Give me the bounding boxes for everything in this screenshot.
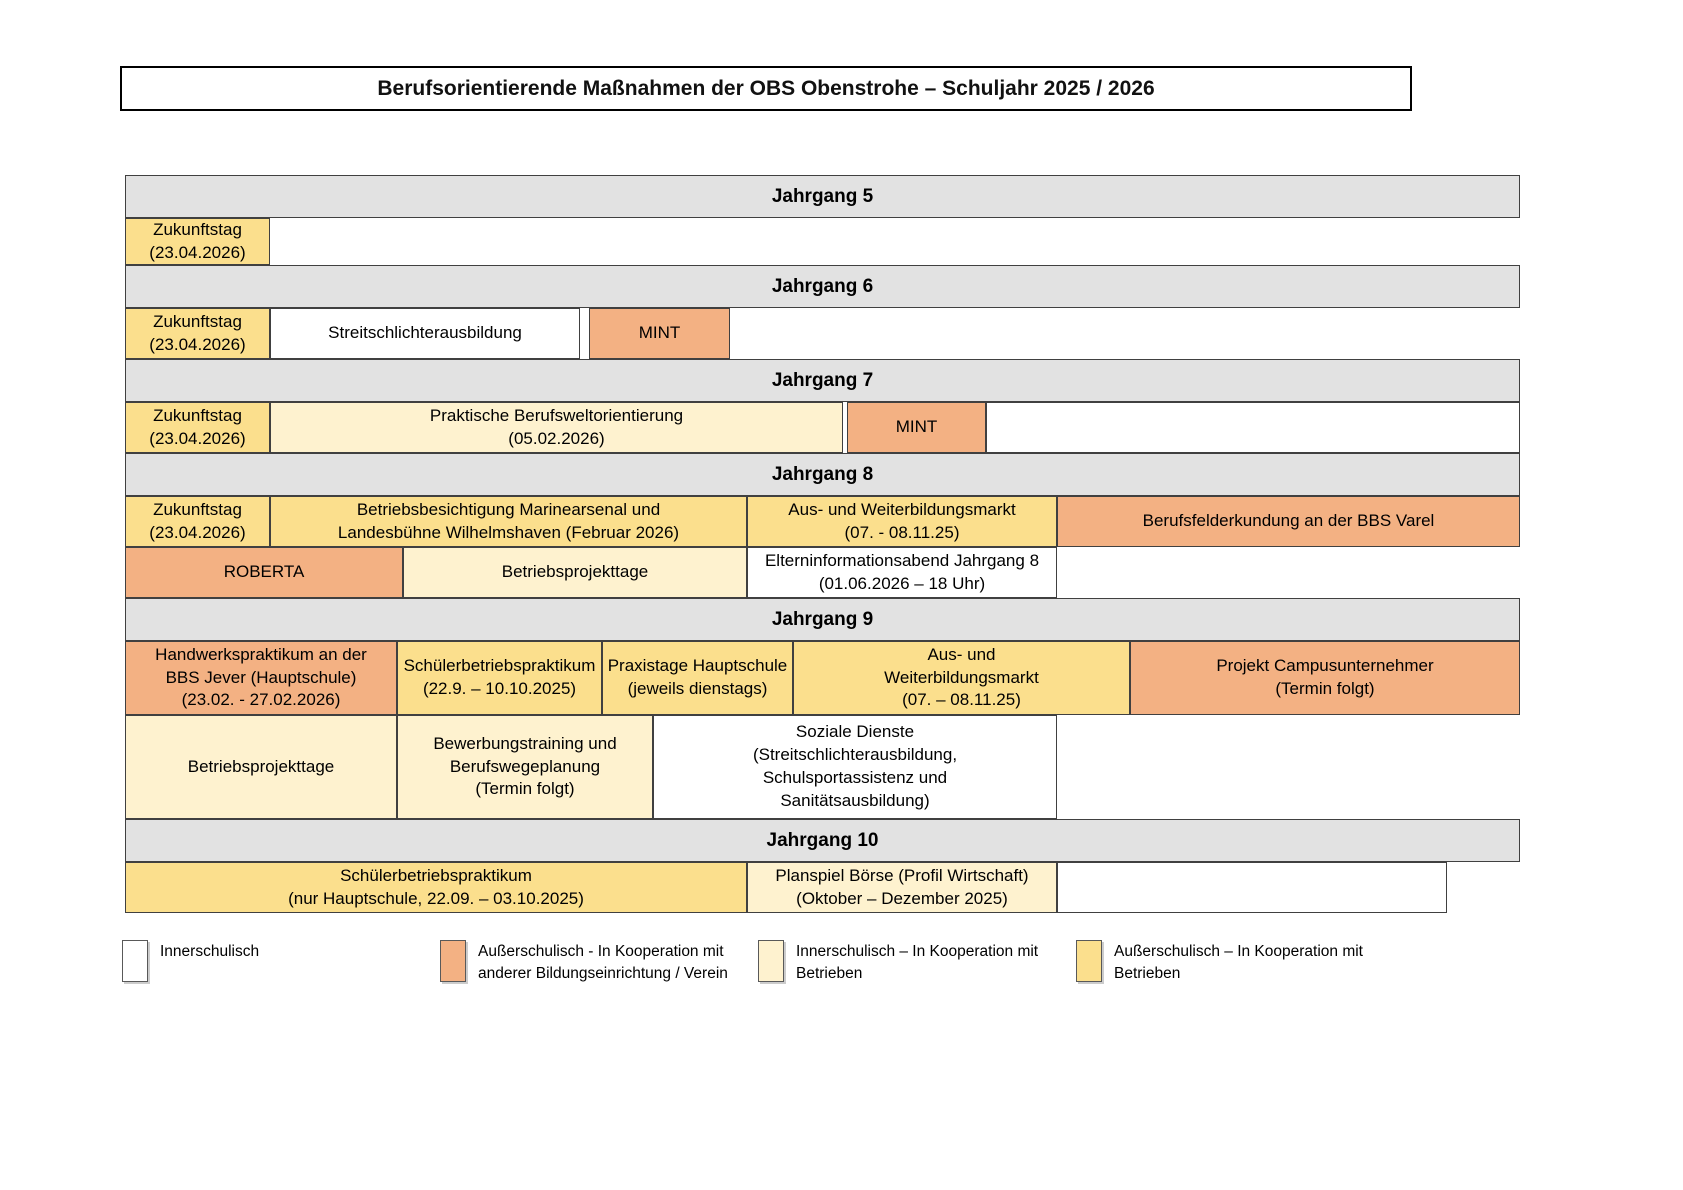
cell-zukunftstag-j5: Zukunftstag (23.04.2026)	[125, 218, 270, 265]
cell-berufsfelderkundung-bbs-varel: Berufsfelderkundung an der BBS Varel	[1057, 496, 1520, 547]
legend-swatch-innerschulisch	[122, 940, 148, 982]
cell-planspiel-boerse: Planspiel Börse (Profil Wirtschaft) (Okt…	[747, 862, 1057, 913]
cell-streitschlichterausbildung: Streitschlichterausbildung	[270, 308, 580, 359]
cell-betriebsprojekttage-j8: Betriebsprojekttage	[403, 547, 747, 598]
cell-schuelerbetriebspraktikum-j9: Schülerbetriebspraktikum (22.9. – 10.10.…	[397, 641, 602, 715]
legend: Innerschulisch Außerschulisch - In Koope…	[0, 940, 1683, 1020]
section-title: Jahrgang 7	[771, 369, 874, 391]
section-title: Jahrgang 6	[771, 275, 874, 297]
legend-item-innerschulisch: Innerschulisch	[122, 940, 259, 982]
legend-item-ausserschulisch-bildung: Außerschulisch - In Kooperation mit ande…	[440, 940, 728, 986]
cell-soziale-dienste: Soziale Dienste (Streitschlichterausbild…	[653, 715, 1057, 819]
row-jahrgang-8-1: Zukunftstag (23.04.2026) Betriebsbesicht…	[125, 496, 1520, 547]
legend-swatch-innerschulisch-betriebe	[758, 940, 784, 982]
cell-aus-weiterbildungsmarkt-j8: Aus- und Weiterbildungsmarkt (07. - 08.1…	[747, 496, 1057, 547]
section-title: Jahrgang 5	[771, 185, 874, 207]
schedule-table: Jahrgang 5 Zukunftstag (23.04.2026) Jahr…	[125, 175, 1520, 913]
cell-roberta: ROBERTA	[125, 547, 403, 598]
cell-empty-j10	[1057, 862, 1447, 913]
legend-swatch-ausserschulisch-bildung	[440, 940, 466, 982]
legend-label: Außerschulisch - In Kooperation mit ande…	[478, 943, 728, 983]
legend-item-innerschulisch-betriebe: Innerschulisch – In Kooperation mit Betr…	[758, 940, 1038, 986]
cell-praktische-berufsweltorientierung: Praktische Berufsweltorientierung (05.02…	[270, 402, 843, 453]
cell-elterninformationsabend: Elterninformationsabend Jahrgang 8 (01.0…	[747, 547, 1057, 598]
page-title: Berufsorientierende Maßnahmen der OBS Ob…	[377, 76, 1155, 100]
cell-zukunftstag-j7: Zukunftstag (23.04.2026)	[125, 402, 270, 453]
cell-zukunftstag-j6: Zukunftstag (23.04.2026)	[125, 308, 270, 359]
row-jahrgang-5: Zukunftstag (23.04.2026)	[125, 218, 1520, 265]
legend-label: Innerschulisch – In Kooperation mit Betr…	[796, 943, 1039, 983]
section-title: Jahrgang 8	[771, 463, 874, 485]
row-jahrgang-9-1: Handwerkspraktikum an der BBS Jever (Hau…	[125, 641, 1520, 715]
row-jahrgang-6: Zukunftstag (23.04.2026) Streitschlichte…	[125, 308, 1520, 359]
section-header-jahrgang-6: Jahrgang 6	[125, 265, 1520, 308]
legend-swatch-ausserschulisch-betriebe	[1076, 940, 1102, 982]
section-header-jahrgang-5: Jahrgang 5	[125, 175, 1520, 218]
row-jahrgang-8-2: ROBERTA Betriebsprojekttage Elterninform…	[125, 547, 1520, 598]
row-jahrgang-9-2: Betriebsprojekttage Bewerbungstraining u…	[125, 715, 1520, 819]
legend-label: Außerschulisch – In Kooperation mit Betr…	[1114, 943, 1363, 983]
cell-empty-j7	[986, 402, 1520, 453]
row-jahrgang-10: Schülerbetriebspraktikum (nur Hauptschul…	[125, 862, 1520, 913]
cell-betriebsprojekttage-j9: Betriebsprojekttage	[125, 715, 397, 819]
section-title: Jahrgang 10	[766, 829, 879, 851]
section-header-jahrgang-10: Jahrgang 10	[125, 819, 1520, 862]
cell-praxistage-hauptschule: Praxistage Hauptschule (jeweils dienstag…	[602, 641, 793, 715]
cell-mint-j7: MINT	[847, 402, 986, 453]
cell-aus-weiterbildungsmarkt-j9: Aus- und Weiterbildungsmarkt (07. – 08.1…	[793, 641, 1130, 715]
cell-zukunftstag-j8: Zukunftstag (23.04.2026)	[125, 496, 270, 547]
section-title: Jahrgang 9	[771, 608, 874, 630]
cell-bewerbungstraining-berufswegeplanung: Bewerbungstraining und Berufswegeplanung…	[397, 715, 653, 819]
section-header-jahrgang-9: Jahrgang 9	[125, 598, 1520, 641]
legend-item-ausserschulisch-betriebe: Außerschulisch – In Kooperation mit Betr…	[1076, 940, 1363, 986]
cell-handwerkspraktikum-bbs-jever: Handwerkspraktikum an der BBS Jever (Hau…	[125, 641, 397, 715]
cell-mint-j6: MINT	[589, 308, 730, 359]
cell-projekt-campusunternehmer: Projekt Campusunternehmer (Termin folgt)	[1130, 641, 1520, 715]
section-header-jahrgang-8: Jahrgang 8	[125, 453, 1520, 496]
section-header-jahrgang-7: Jahrgang 7	[125, 359, 1520, 402]
row-jahrgang-7: Zukunftstag (23.04.2026) Praktische Beru…	[125, 402, 1520, 453]
cell-schuelerbetriebspraktikum-j10: Schülerbetriebspraktikum (nur Hauptschul…	[125, 862, 747, 913]
cell-betriebsbesichtigung: Betriebsbesichtigung Marinearsenal und L…	[270, 496, 747, 547]
legend-label: Innerschulisch	[160, 943, 260, 960]
title-box: Berufsorientierende Maßnahmen der OBS Ob…	[120, 66, 1412, 111]
